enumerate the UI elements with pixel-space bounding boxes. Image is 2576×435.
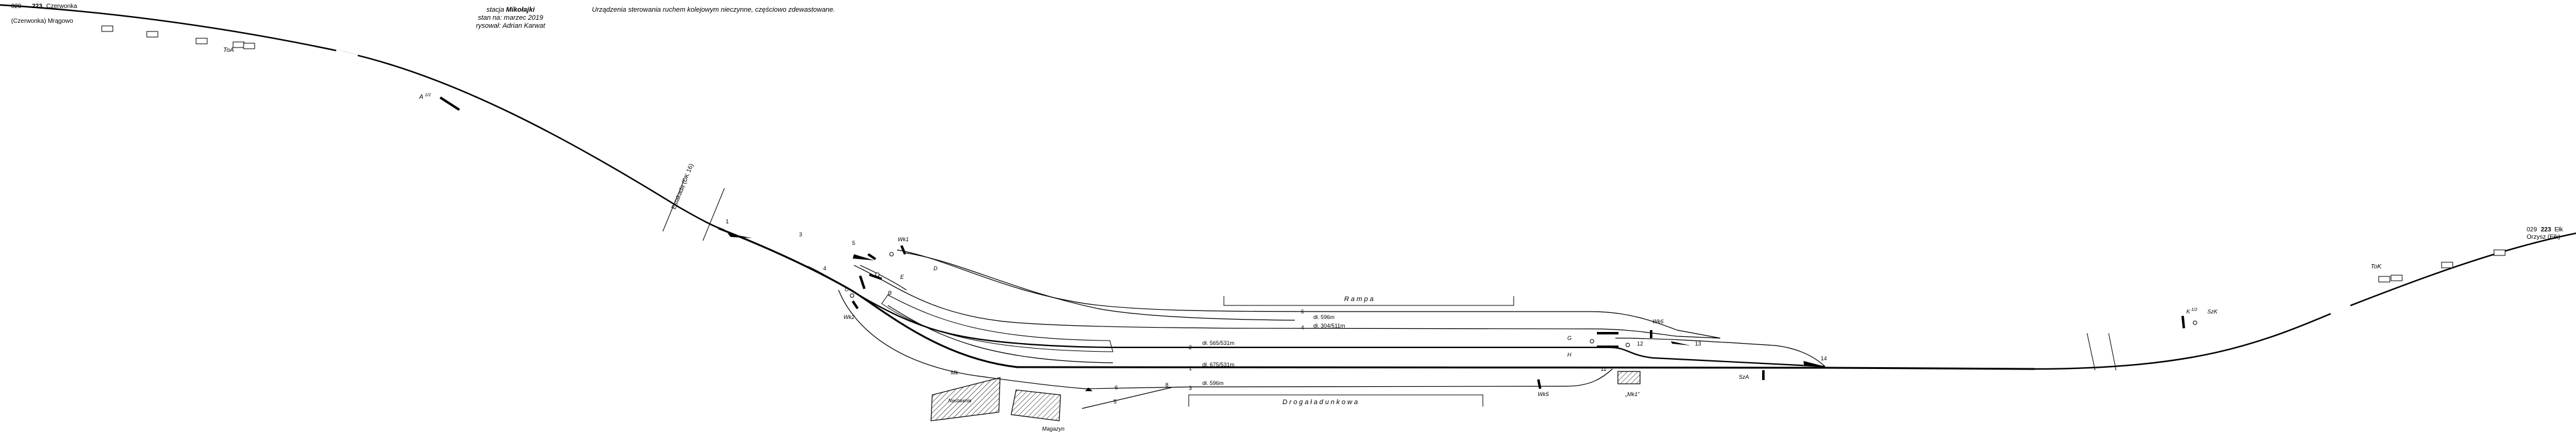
left-line-number: 223 bbox=[32, 3, 43, 10]
switch-3-label: 3 bbox=[799, 231, 802, 238]
right-line-code: 029 bbox=[2527, 226, 2537, 233]
track-2-length: dł. 565/531m bbox=[1202, 340, 1234, 346]
signal-e-mast bbox=[867, 253, 877, 260]
signal-wk5-label: Wk5 bbox=[1538, 391, 1549, 397]
right-line-alt: Orzysz (Ełk) bbox=[2527, 234, 2560, 241]
nastawnia-building bbox=[930, 377, 1001, 421]
track-3 bbox=[1085, 368, 1613, 389]
track-4-number: 4 bbox=[1301, 325, 1304, 331]
signal-d-label: D bbox=[933, 265, 938, 271]
station-tracks bbox=[807, 249, 1826, 409]
signal-h-label: H bbox=[1567, 352, 1572, 358]
left-line-dest: Czerwonka bbox=[46, 3, 77, 10]
droga-label: D r o g a ł a d u n k o w a bbox=[1282, 399, 1358, 406]
track-3-length: dł. 596m bbox=[1202, 380, 1224, 386]
track-13-14 bbox=[1615, 338, 1826, 367]
buildings bbox=[930, 371, 1641, 421]
signal-e-label: E bbox=[900, 274, 904, 280]
boundary-posts bbox=[2086, 333, 2117, 371]
switch-12-label: 12 bbox=[1637, 341, 1643, 347]
line-signs bbox=[101, 25, 2506, 283]
track-short-8 bbox=[859, 265, 907, 291]
track-3-number: 3 bbox=[1189, 385, 1192, 391]
mk1-building bbox=[1617, 371, 1641, 384]
signal-k-label: K bbox=[2186, 309, 2191, 315]
signal-wk6-label: Wk6 bbox=[1652, 318, 1663, 325]
station-title-line: stacja Mikołajki bbox=[467, 6, 554, 14]
right-tok-label: ToK bbox=[2371, 263, 2382, 270]
signal-wk2-label: Wk2 bbox=[843, 314, 855, 320]
signal-wk1-mast bbox=[900, 245, 906, 255]
track-6 bbox=[896, 249, 1721, 339]
signal-c-mast bbox=[859, 275, 866, 289]
rampa-label: R a m p a bbox=[1344, 296, 1374, 303]
switch-1-label: 1 bbox=[726, 218, 729, 225]
szk-label: SzK bbox=[2207, 309, 2218, 315]
switch-8-label: 8 bbox=[1165, 382, 1168, 388]
track-1-length: dł. 675/531m bbox=[1202, 362, 1234, 368]
rampa-bracket bbox=[1223, 296, 1514, 306]
station-name: Mikołajki bbox=[506, 6, 535, 14]
track-4 bbox=[853, 265, 1721, 339]
signal-masts bbox=[439, 96, 2185, 389]
track-5 bbox=[1081, 387, 1172, 409]
signal-wk2-mast bbox=[851, 300, 859, 310]
station-state: stan na: marzec 2019 bbox=[478, 14, 543, 22]
track-3-west bbox=[838, 289, 1086, 389]
nastawnia-label: Nastawnia bbox=[948, 398, 972, 404]
station-author: rysował: Adrian Karwat bbox=[475, 22, 546, 30]
right-line-number: 223 bbox=[2541, 226, 2551, 233]
track-2-number: 2 bbox=[1189, 344, 1192, 350]
station-header: stacja Mikołajki stan na: marzec 2019 ry… bbox=[467, 6, 554, 30]
mk-label: Mk bbox=[951, 370, 958, 376]
platforms bbox=[881, 294, 1514, 407]
station-note: Urządzenia sterowania ruchem kolejowym n… bbox=[592, 6, 835, 14]
signal-a-mast bbox=[439, 96, 461, 111]
track-1-number: 1 bbox=[1189, 365, 1192, 371]
signal-d-mast bbox=[869, 273, 882, 280]
signal-sza-label: SzA bbox=[1739, 374, 1749, 380]
switch-14-label: 14 bbox=[1821, 355, 1827, 362]
signal-wk5-mast bbox=[1537, 379, 1541, 389]
track-4-length: dł. 304/511m bbox=[1313, 323, 1345, 329]
switch-11-label: 11 bbox=[1601, 366, 1606, 372]
signal-wk1-label: Wk1 bbox=[898, 236, 909, 242]
signal-g-label: G bbox=[1567, 335, 1572, 341]
droga-bracket bbox=[1188, 394, 1483, 407]
signal-k-sup: 1/2 bbox=[2191, 308, 2197, 312]
left-line-alt: (Czerwonka) Mrągowo bbox=[11, 18, 73, 25]
right-line-dest: Ełk bbox=[2554, 226, 2564, 233]
signal-a-sup: 1/2 bbox=[425, 93, 431, 97]
switch-5-label: 5 bbox=[852, 240, 855, 246]
line-break-marks bbox=[335, 49, 2351, 315]
switch-13-label: 13 bbox=[1695, 341, 1701, 347]
station-prefix: stacja bbox=[486, 6, 504, 14]
mk1-label: „Mk1” bbox=[1625, 391, 1640, 397]
signal-b-label: B bbox=[888, 290, 892, 296]
switch-4-label: 4 bbox=[823, 265, 826, 271]
track-5-number: 5 bbox=[1114, 399, 1117, 405]
magazyn-label: Magazyn bbox=[1042, 426, 1065, 432]
signal-c-label: C bbox=[845, 286, 849, 292]
track-6-number: 6 bbox=[1301, 309, 1304, 315]
magazyn-building bbox=[1011, 389, 1061, 421]
track-2 bbox=[807, 266, 1826, 368]
track-6-length: dł. 596m bbox=[1313, 314, 1335, 320]
signal-heads bbox=[850, 252, 2197, 347]
left-toa-label: ToA bbox=[223, 47, 234, 54]
track-rampa-siding bbox=[906, 252, 1295, 321]
viaduct-label: Estakada (DK 16) bbox=[671, 163, 695, 210]
switch-marks bbox=[728, 233, 1825, 391]
left-line-code: 029 bbox=[11, 3, 22, 10]
track-2-stub bbox=[887, 305, 1114, 363]
platform-1 bbox=[881, 294, 1114, 352]
switch-6-label: 6 bbox=[1115, 384, 1118, 391]
signal-a-label: A bbox=[419, 94, 424, 101]
labels: 029 223 Czerwonka (Czerwonka) Mrągowo To… bbox=[11, 3, 2564, 432]
viaduct bbox=[662, 178, 725, 241]
signal-k-mast bbox=[2181, 315, 2185, 329]
main-line-west bbox=[0, 4, 725, 231]
